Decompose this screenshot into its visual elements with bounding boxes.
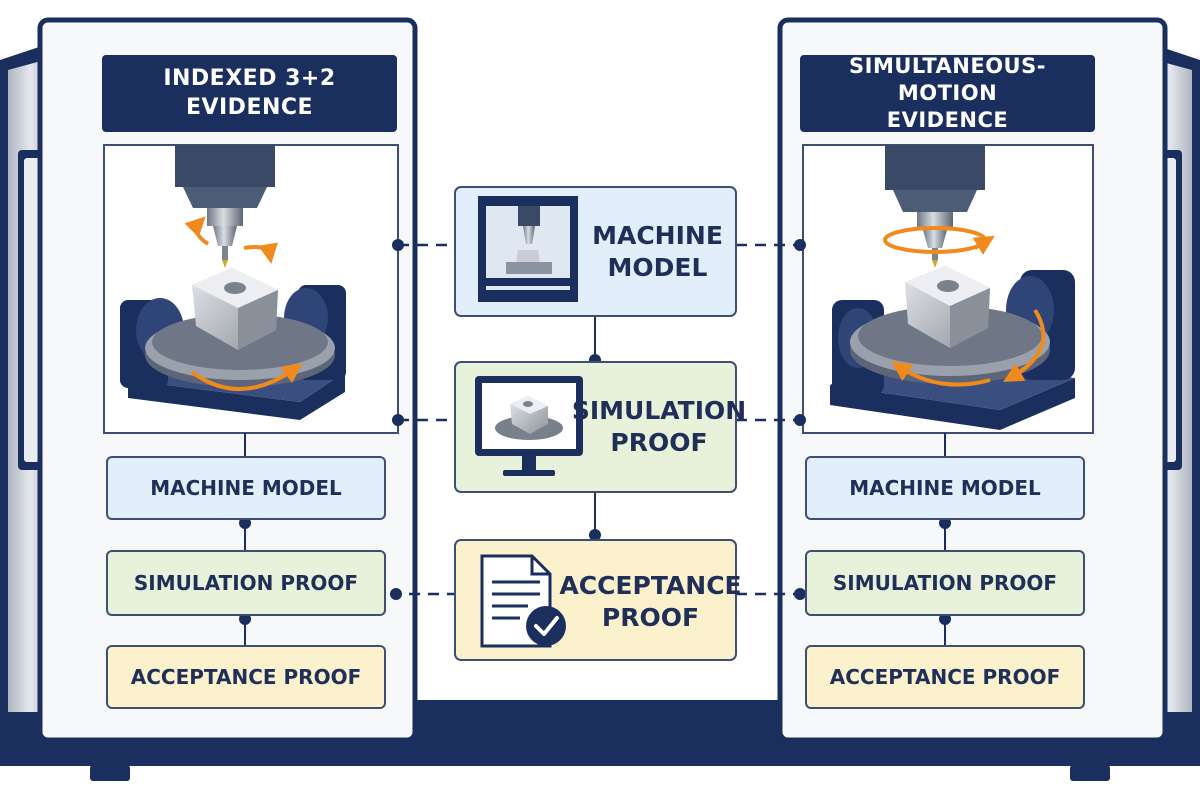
- right-panel-title: SIMULTANEOUS-MOTION EVIDENCE: [800, 53, 1095, 133]
- right-stack-simulation-proof: SIMULATION PROOF: [805, 550, 1085, 616]
- right-panel-title-line2: EVIDENCE: [886, 108, 1009, 133]
- left-spindle-rotation-arrow-icon-2: [243, 242, 278, 264]
- left-panel-title-line2: EVIDENCE: [185, 94, 314, 120]
- left-spindle-icon: [175, 145, 275, 268]
- left-spindle-rotation-arrow-icon: [184, 216, 210, 246]
- left-panel-title: INDEXED 3+2 EVIDENCE: [102, 55, 397, 132]
- left-panel-title-line1: INDEXED 3+2: [163, 65, 336, 91]
- left-stack-simulation-proof: SIMULATION PROOF: [106, 550, 386, 616]
- right-spindle-icon: [885, 145, 985, 268]
- center-node-machine-model-line1: MACHINE: [592, 220, 723, 250]
- right-table-rotation-arrow-icon: [1003, 308, 1046, 382]
- right-spindle-orbit-head: [972, 235, 995, 255]
- right-stack-acceptance-proof: ACCEPTANCE PROOF: [805, 645, 1085, 709]
- left-stack-machine-model: MACHINE MODEL: [106, 456, 386, 520]
- right-panel-title-line1: SIMULTANEOUS-MOTION: [849, 53, 1046, 105]
- document-check-icon: [480, 554, 566, 648]
- monitor-workpiece-icon: [475, 376, 583, 476]
- center-node-acceptance-proof-line2: PROOF: [601, 603, 700, 632]
- machine-cabinet-icon: [478, 196, 578, 302]
- left-stack-connectors: [239, 433, 251, 645]
- right-table-rotation-arrow-icon-2: [891, 361, 991, 387]
- right-stack-machine-model: MACHINE MODEL: [805, 456, 1085, 520]
- center-node-machine-model-label: MACHINE MODEL: [585, 212, 730, 292]
- right-trunnion-table-icon: [830, 266, 1075, 430]
- center-node-acceptance-proof-line1: ACCEPTANCE: [559, 570, 742, 600]
- link-endpoints: [390, 239, 806, 600]
- center-node-simulation-proof-label: SIMULATION PROOF: [572, 385, 746, 469]
- left-stack-acceptance-proof: ACCEPTANCE PROOF: [106, 645, 386, 709]
- center-node-simulation-proof-line2: PROOF: [610, 428, 708, 457]
- center-node-acceptance-proof-label: ACCEPTANCE PROOF: [559, 560, 741, 644]
- left-table-rotation-arrow-icon: [190, 363, 303, 392]
- center-node-machine-model-line2: MODEL: [607, 253, 708, 282]
- center-node-simulation-proof-line1: SIMULATION: [571, 395, 747, 425]
